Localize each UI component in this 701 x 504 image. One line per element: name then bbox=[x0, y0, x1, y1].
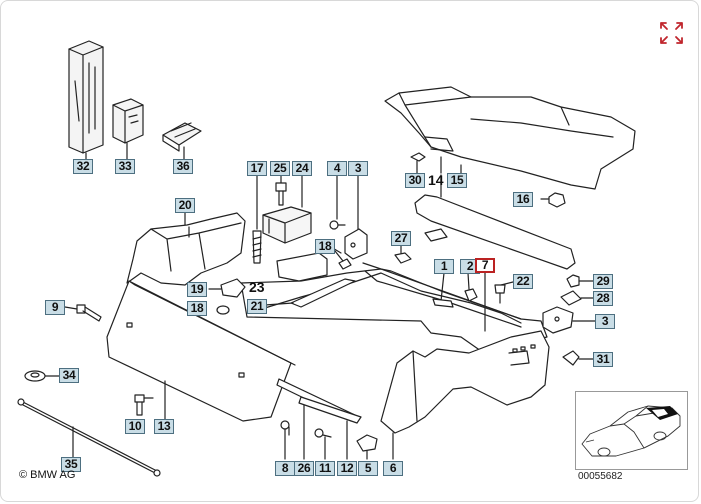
callout-16[interactable]: 16 bbox=[513, 192, 533, 207]
part-14-drawing bbox=[414, 194, 576, 270]
part-35-drawing bbox=[17, 398, 161, 477]
part-27-drawing bbox=[394, 244, 412, 264]
callout-1[interactable]: 1 bbox=[434, 259, 454, 274]
part-4-drawing bbox=[329, 174, 346, 230]
callout-15[interactable]: 15 bbox=[447, 173, 467, 188]
part-25-drawing bbox=[275, 174, 287, 206]
part-22-drawing bbox=[494, 281, 514, 304]
callout-8[interactable]: 8 bbox=[275, 461, 295, 476]
expand-arrows-icon[interactable] bbox=[657, 21, 683, 47]
callout-25[interactable]: 25 bbox=[270, 161, 290, 176]
part-31-drawing bbox=[562, 350, 594, 366]
car-location-thumbnail[interactable] bbox=[575, 391, 688, 470]
callout-35[interactable]: 35 bbox=[61, 457, 81, 472]
part-6-drawing bbox=[380, 330, 550, 460]
callout-29[interactable]: 29 bbox=[593, 274, 613, 289]
part-10-drawing bbox=[134, 394, 154, 416]
callout-13[interactable]: 13 bbox=[154, 419, 174, 434]
part-26-drawing bbox=[276, 378, 356, 460]
part-3a-drawing bbox=[344, 174, 368, 260]
callout-10[interactable]: 10 bbox=[125, 419, 145, 434]
part-17-drawing bbox=[252, 174, 262, 264]
callout-28[interactable]: 28 bbox=[593, 291, 613, 306]
callout-7-selected[interactable]: 7 bbox=[475, 258, 495, 273]
callout-9[interactable]: 9 bbox=[45, 300, 65, 315]
callout-3-lower[interactable]: 3 bbox=[595, 314, 615, 329]
part-3b-drawing bbox=[542, 306, 596, 334]
car-icon bbox=[581, 405, 681, 457]
callout-36[interactable]: 36 bbox=[173, 159, 193, 174]
callout-17[interactable]: 17 bbox=[247, 161, 267, 176]
callout-5[interactable]: 5 bbox=[358, 461, 378, 476]
part-21-drawing bbox=[264, 252, 356, 308]
callout-34[interactable]: 34 bbox=[59, 368, 79, 383]
part-16-drawing bbox=[540, 192, 566, 208]
trunk-floor-drawing bbox=[240, 262, 548, 352]
part-8-drawing bbox=[280, 420, 290, 460]
callout-14[interactable]: 14 bbox=[428, 172, 444, 188]
part-32-drawing bbox=[68, 40, 104, 160]
callout-23[interactable]: 23 bbox=[249, 279, 265, 295]
callout-30[interactable]: 30 bbox=[405, 173, 425, 188]
callout-3-upper[interactable]: 3 bbox=[348, 161, 368, 176]
callout-11[interactable]: 11 bbox=[315, 461, 335, 476]
copyright-text: © BMW AG bbox=[19, 469, 76, 481]
callout-19[interactable]: 19 bbox=[187, 282, 207, 297]
part-13-drawing bbox=[106, 280, 296, 422]
part-5-drawing bbox=[356, 434, 378, 460]
part-18b-drawing bbox=[216, 305, 230, 315]
callout-26[interactable]: 26 bbox=[294, 461, 314, 476]
callout-22[interactable]: 22 bbox=[513, 274, 533, 289]
callout-24[interactable]: 24 bbox=[292, 161, 312, 176]
callout-20[interactable]: 20 bbox=[175, 198, 195, 213]
part-20-drawing bbox=[126, 212, 246, 286]
part-12-drawing bbox=[298, 396, 362, 460]
part-33-drawing bbox=[112, 98, 144, 160]
part-29-drawing bbox=[566, 274, 594, 288]
callout-31[interactable]: 31 bbox=[593, 352, 613, 367]
part-1-drawing bbox=[432, 272, 486, 332]
part-34-drawing bbox=[24, 370, 60, 382]
callout-18-lower[interactable]: 18 bbox=[187, 301, 207, 316]
part-28-drawing bbox=[560, 290, 594, 306]
part-19-drawing bbox=[208, 278, 246, 298]
callout-32[interactable]: 32 bbox=[73, 159, 93, 174]
callout-4[interactable]: 4 bbox=[327, 161, 347, 176]
parcel-shelf-drawing bbox=[384, 86, 636, 190]
part-36-drawing bbox=[162, 122, 202, 160]
callout-18-upper[interactable]: 18 bbox=[315, 239, 335, 254]
part-18a-drawing bbox=[334, 250, 352, 270]
callout-6[interactable]: 6 bbox=[383, 461, 403, 476]
part-11-drawing bbox=[314, 428, 332, 460]
callout-33[interactable]: 33 bbox=[115, 159, 135, 174]
expand-arrows-icon-shape bbox=[660, 22, 683, 44]
part-24-drawing bbox=[262, 174, 312, 244]
diagram-id: 00055682 bbox=[578, 471, 623, 482]
part-9-drawing bbox=[64, 304, 102, 322]
callout-27[interactable]: 27 bbox=[391, 231, 411, 246]
callout-12[interactable]: 12 bbox=[337, 461, 357, 476]
callout-21[interactable]: 21 bbox=[247, 299, 267, 314]
part-30-drawing bbox=[410, 152, 426, 174]
